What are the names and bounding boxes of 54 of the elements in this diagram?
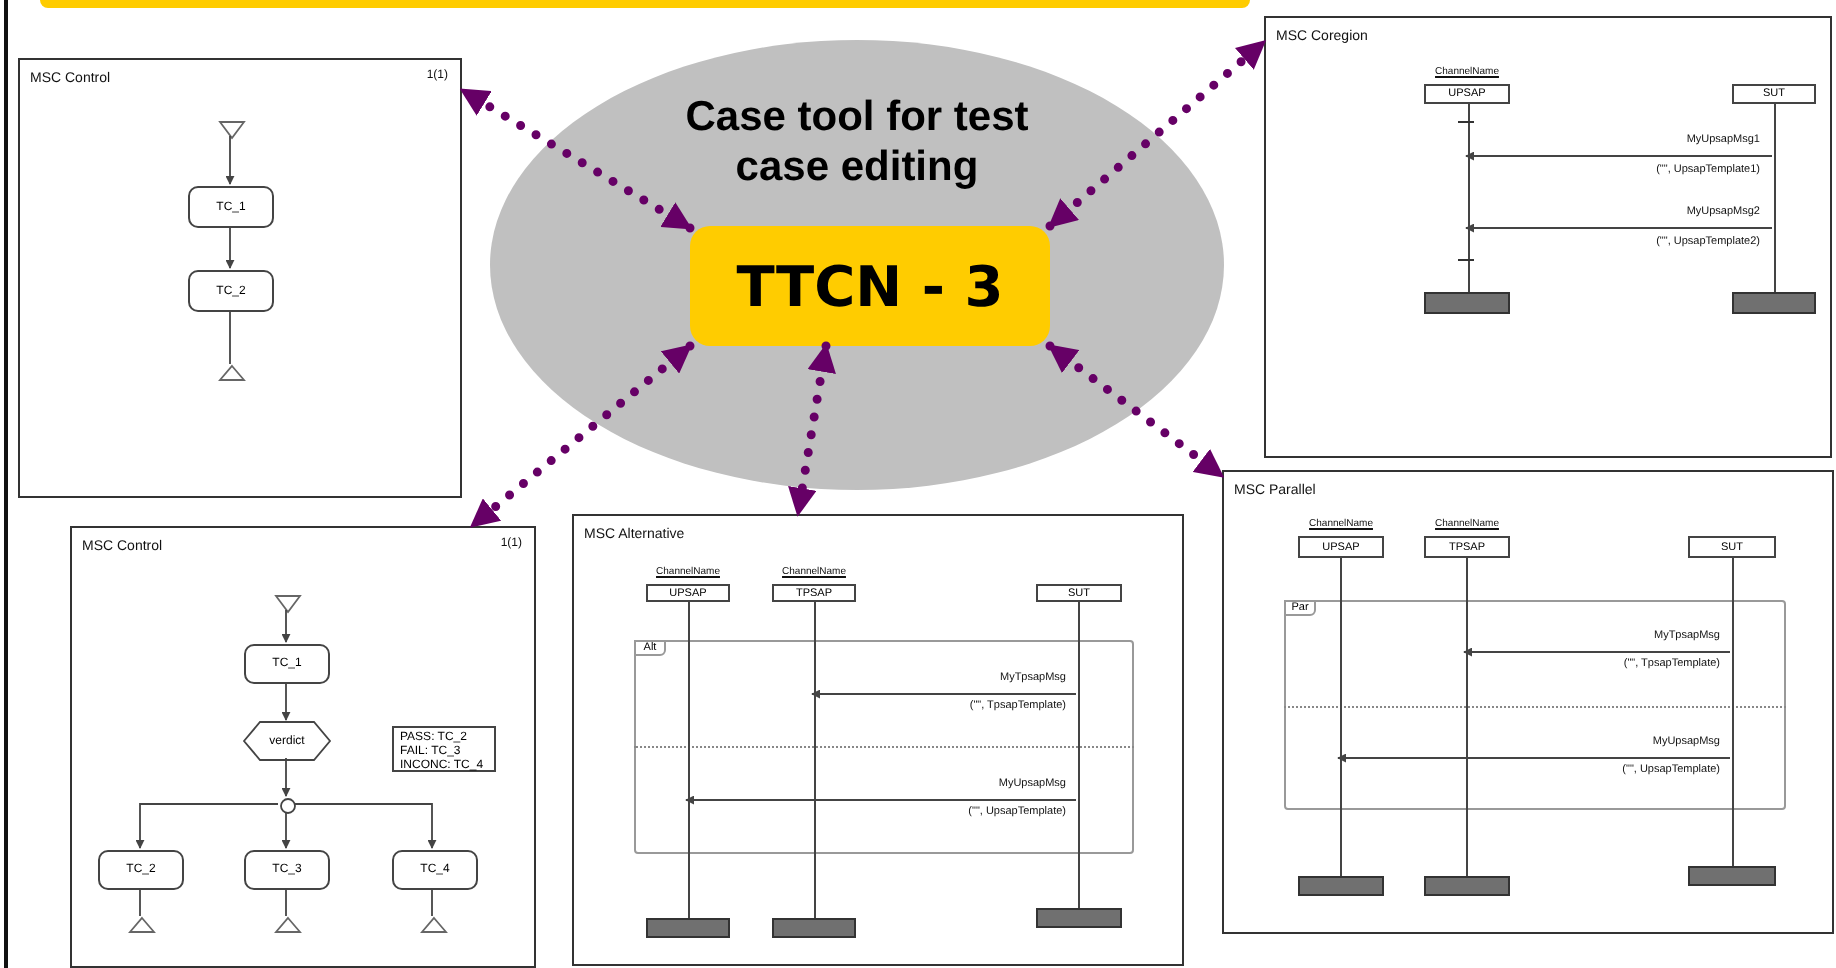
flow-arrow <box>281 757 291 797</box>
lifeline <box>688 602 690 918</box>
lifeline <box>1732 558 1734 866</box>
junction-circle <box>280 798 296 814</box>
ellipse-shape <box>490 40 1224 490</box>
dotted-double-arrow <box>457 85 695 233</box>
instance-end-bar <box>1424 876 1510 896</box>
message-arrow <box>1465 223 1773 233</box>
connector-line <box>139 887 141 917</box>
message-arrow <box>1337 753 1731 763</box>
dotted-double-arrow <box>1045 341 1227 481</box>
connector-line <box>229 309 231 365</box>
connector-line <box>431 887 433 917</box>
message-arrow <box>811 689 1077 699</box>
dotted-double-arrow <box>788 341 836 519</box>
diagram-panel <box>572 514 1184 966</box>
diagram-panel <box>1222 470 1834 934</box>
instance-end-bar <box>1732 292 1816 314</box>
diagram-panel <box>70 526 536 968</box>
dotted-double-arrow <box>1045 37 1269 231</box>
dotted-double-arrow <box>467 341 695 531</box>
connector-line <box>285 887 287 917</box>
flow-arrow <box>135 803 279 849</box>
diagram-panel <box>1264 16 1832 458</box>
flow-arrow <box>281 609 291 643</box>
message-arrow <box>685 795 1077 805</box>
flow-arrow <box>225 225 235 269</box>
message-arrow <box>1463 647 1731 657</box>
stop-triangle <box>422 918 446 932</box>
start-triangle <box>220 122 244 138</box>
stop-triangle <box>130 918 154 932</box>
lifeline <box>1466 558 1468 876</box>
lifeline <box>1468 104 1470 292</box>
start-triangle <box>276 596 300 612</box>
stop-triangle <box>220 366 244 380</box>
diagram-panel <box>18 58 462 498</box>
flow-arrow <box>293 803 437 849</box>
lifeline <box>1774 104 1776 292</box>
ellipse-heading: Case tool for test case editing <box>683 92 1031 193</box>
message-arrow <box>1465 151 1773 161</box>
flow-arrow <box>225 135 235 185</box>
instance-end-bar <box>772 918 856 938</box>
lifeline <box>814 602 816 918</box>
lifeline <box>1078 602 1080 908</box>
stop-triangle <box>276 918 300 932</box>
instance-end-bar <box>646 918 730 938</box>
lifeline <box>1340 558 1342 876</box>
instance-end-bar <box>1036 908 1122 928</box>
flow-arrow <box>281 811 291 849</box>
instance-end-bar <box>1424 292 1510 314</box>
instance-end-bar <box>1688 866 1776 886</box>
title-box: TTCN - 3 <box>690 226 1050 346</box>
flow-arrow <box>281 681 291 721</box>
instance-end-bar <box>1298 876 1384 896</box>
